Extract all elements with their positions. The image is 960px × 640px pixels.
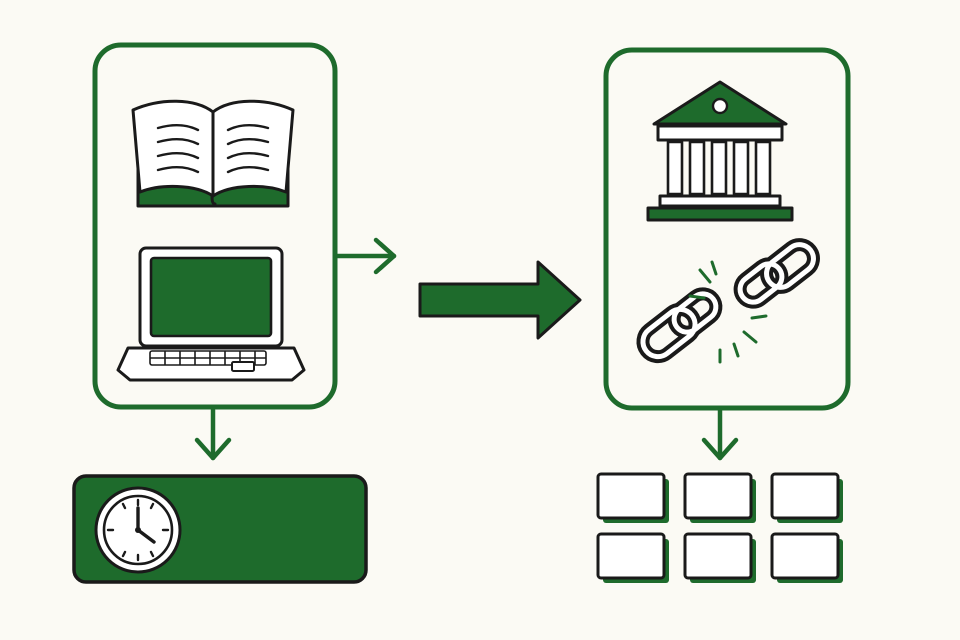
grid-cell	[596, 532, 669, 583]
laptop-keyboard	[149, 350, 267, 366]
institution-icon	[646, 80, 794, 222]
clock-icon	[94, 486, 182, 574]
grid-cell	[770, 472, 843, 523]
arrow-left-panel-down	[194, 407, 232, 461]
left-output-bar	[72, 474, 368, 584]
laptop-trackpad	[231, 361, 255, 372]
broken-chain-icon	[636, 238, 820, 364]
grid-cell	[596, 472, 669, 523]
left-panel	[92, 42, 397, 410]
arrow-right-panel-down	[701, 407, 739, 461]
big-arrow-center	[418, 260, 582, 340]
grid-cell	[770, 532, 843, 583]
arrow-left-panel-right	[334, 237, 397, 275]
right-output-grid	[596, 472, 843, 583]
grid-cell	[683, 532, 756, 583]
grid-cell	[683, 472, 756, 523]
right-panel	[603, 47, 851, 411]
laptop-icon	[116, 246, 306, 382]
break-sparks	[688, 260, 768, 364]
open-book-icon	[131, 99, 295, 208]
